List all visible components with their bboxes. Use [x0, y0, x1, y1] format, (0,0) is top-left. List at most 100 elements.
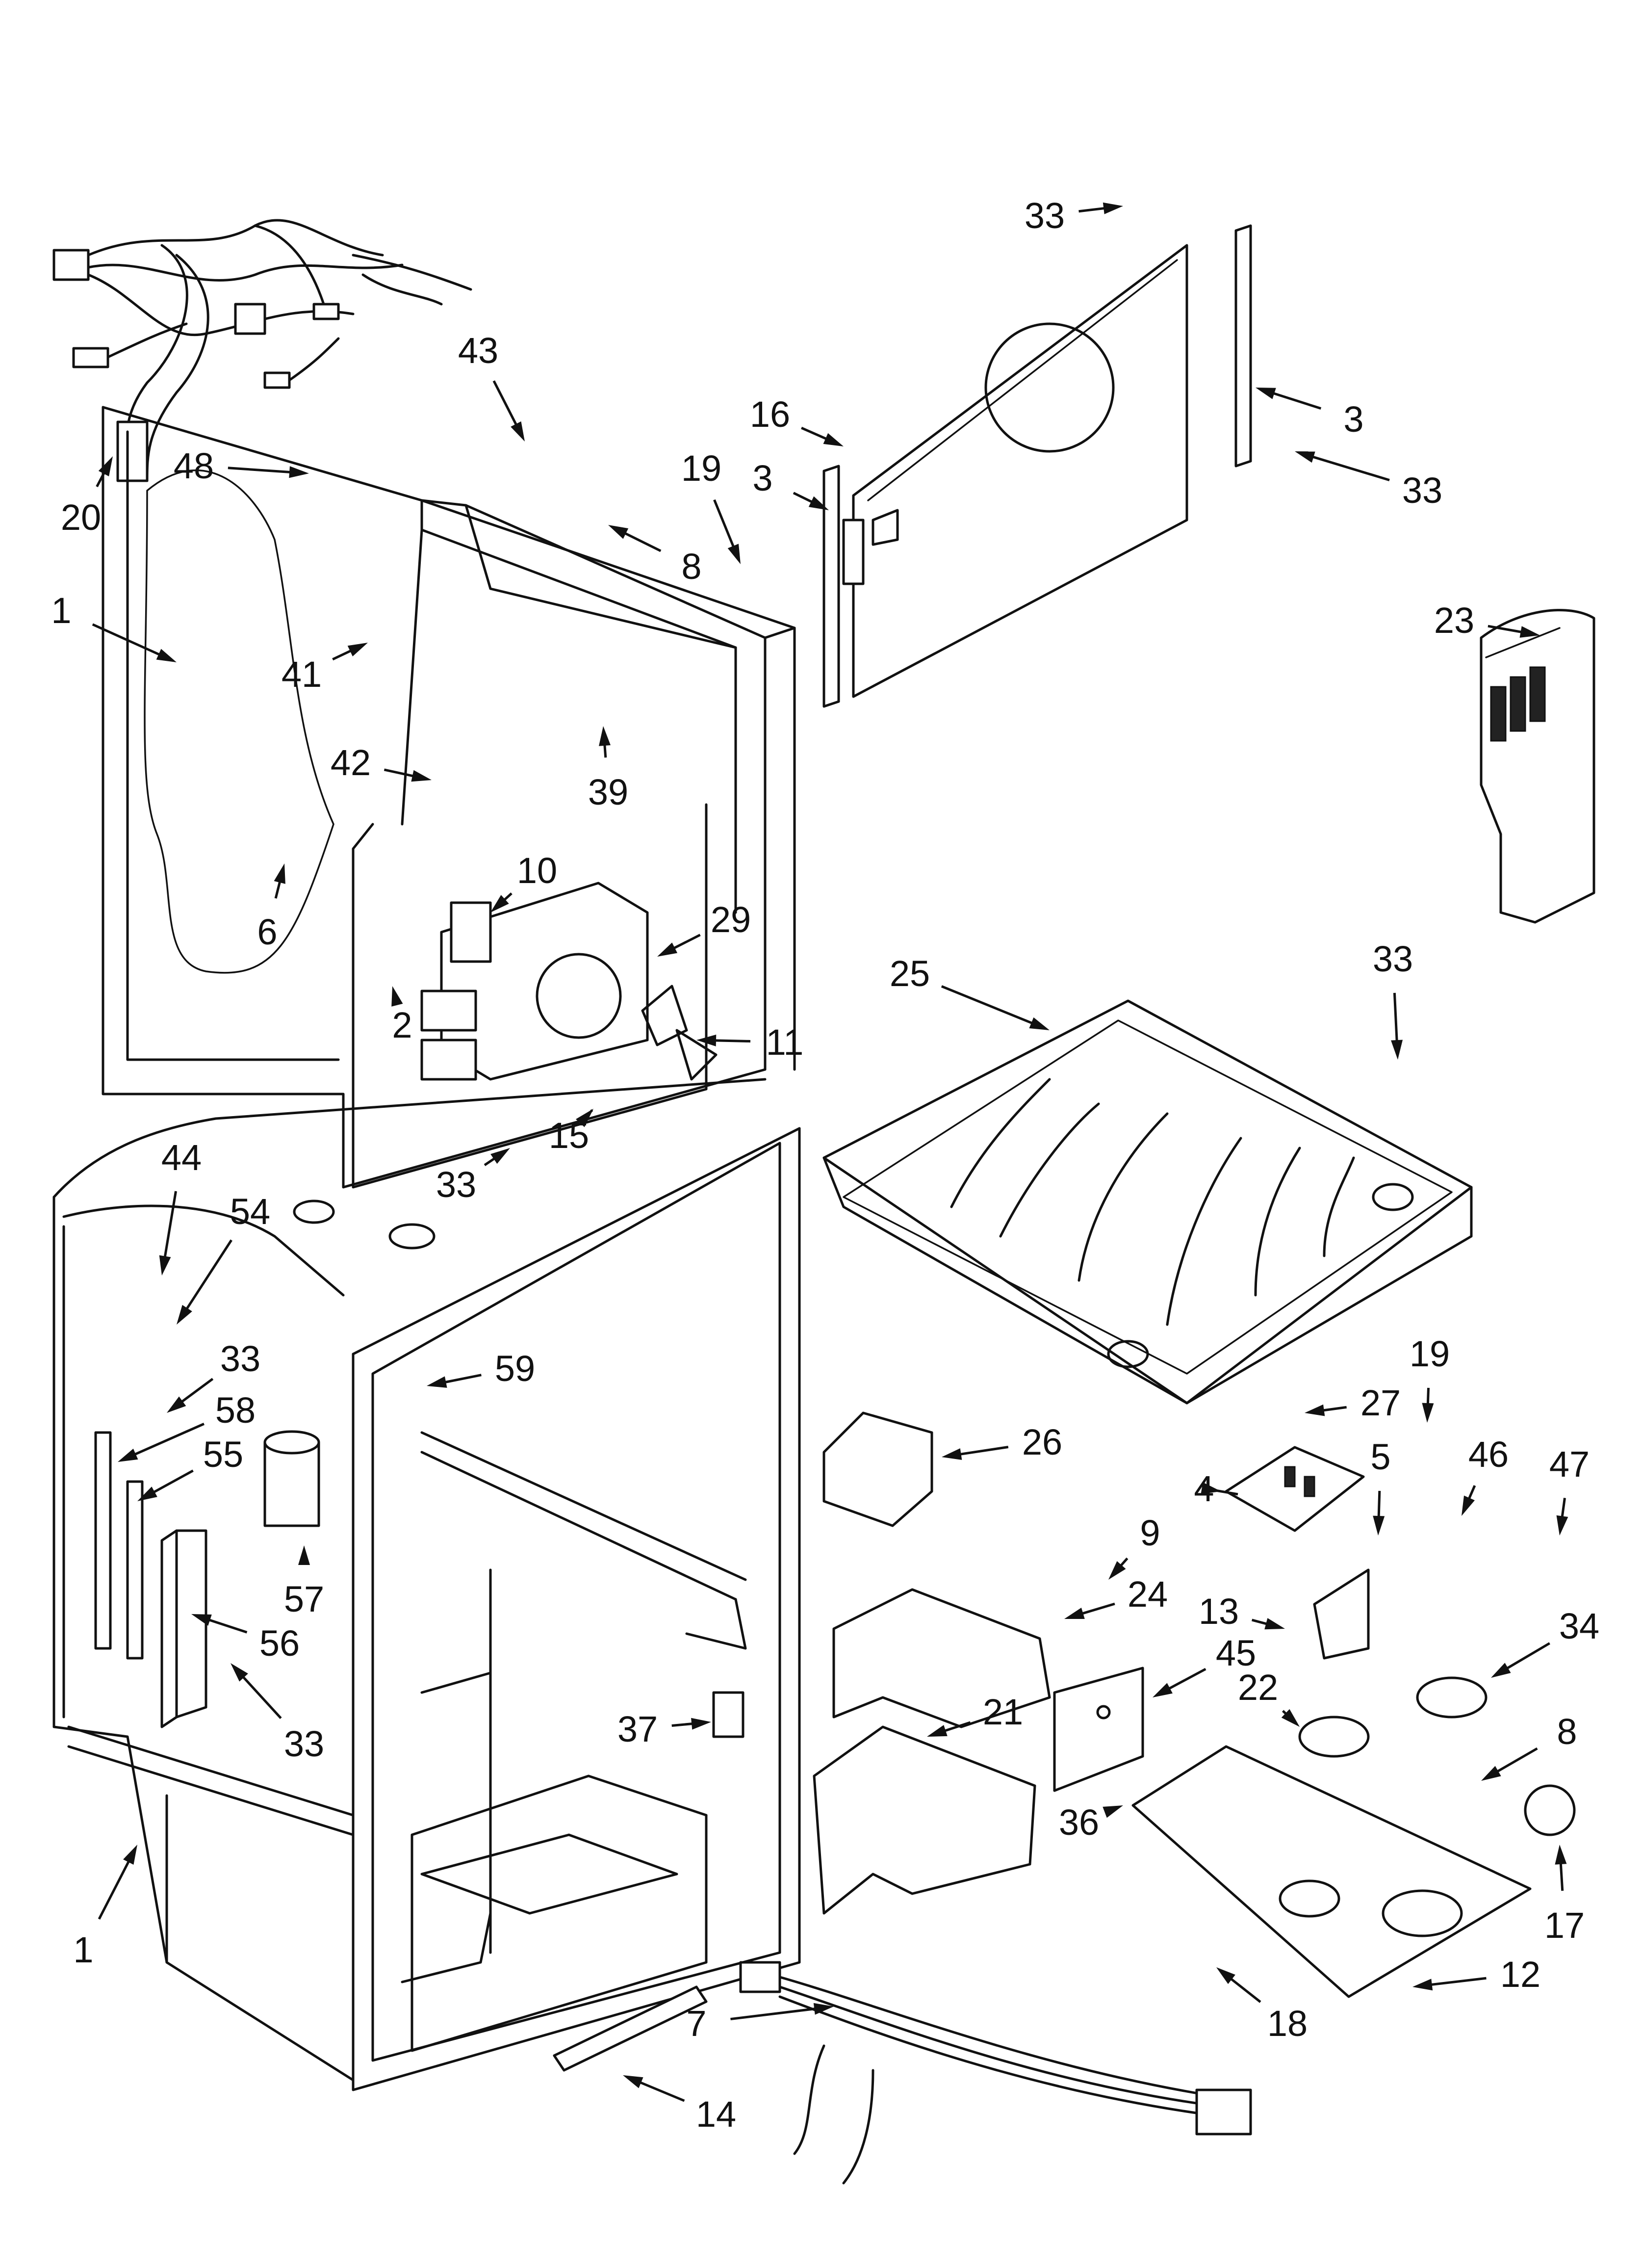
- callout-arrowhead: [823, 433, 844, 446]
- channel-56: [160, 1529, 207, 1728]
- callout-arrowhead: [1281, 1709, 1300, 1727]
- callout-number-c48: 48: [174, 445, 214, 486]
- tube-58: [94, 1431, 112, 1650]
- callout-leader: [955, 1445, 1009, 1457]
- callout-arrowhead: [167, 1396, 186, 1413]
- callout-number-c59: 59: [495, 1348, 535, 1389]
- callout-number-c41: 41: [282, 654, 322, 695]
- callout-number-c39: 39: [588, 772, 628, 812]
- callout-leader: [492, 380, 520, 430]
- callout-arrowhead: [1153, 1683, 1173, 1697]
- callout-arrowhead: [727, 544, 741, 564]
- drain-tray: [822, 999, 1473, 1405]
- callout-arrowhead: [696, 1034, 717, 1046]
- callout-arrowhead: [1391, 1040, 1403, 1060]
- callout-number-c12: 12: [1500, 1954, 1540, 1995]
- callout-arrowhead: [137, 1486, 157, 1501]
- callout-number-c19a: 19: [681, 448, 721, 489]
- callout-arrowhead: [123, 1845, 137, 1865]
- callout-arrowhead: [942, 1448, 962, 1460]
- callout-number-c26: 26: [1022, 1422, 1062, 1462]
- socket-34: [1416, 1676, 1488, 1719]
- callout-leader: [1488, 625, 1527, 634]
- wire-harness-upper: [52, 219, 472, 482]
- callout-arrowhead: [1295, 451, 1315, 463]
- callout-arrowhead: [599, 726, 611, 746]
- callout-number-c57: 57: [284, 1579, 324, 1619]
- callout-number-c27: 27: [1360, 1382, 1401, 1423]
- callout-number-c55: 55: [203, 1434, 243, 1475]
- callout-number-c34: 34: [1559, 1606, 1599, 1646]
- callout-number-c8b: 8: [1557, 1711, 1577, 1752]
- callout-leader: [1492, 1747, 1538, 1775]
- callout-leader: [1502, 1642, 1550, 1672]
- callout-arrowhead: [1029, 1017, 1050, 1030]
- callout-arrowhead: [808, 496, 829, 510]
- callout-number-c58: 58: [215, 1390, 256, 1431]
- callout-arrowhead: [1305, 1404, 1325, 1416]
- callout-leader: [1426, 1977, 1487, 1987]
- callout-number-c6: 6: [257, 912, 277, 952]
- callout-number-c1a: 1: [51, 590, 71, 631]
- callout-number-c8a: 8: [681, 546, 701, 587]
- gasket-left: [822, 465, 840, 708]
- callout-arrowhead: [347, 643, 368, 656]
- callout-leader: [149, 1469, 194, 1496]
- callout-leader: [619, 530, 662, 552]
- fan-motor-assembly: [420, 882, 718, 1081]
- callout-arrowhead: [1064, 1608, 1085, 1619]
- callout-number-c9: 9: [1140, 1512, 1160, 1553]
- tube-55: [126, 1480, 144, 1660]
- callout-leader: [163, 1191, 178, 1262]
- callout-number-c25: 25: [890, 953, 930, 994]
- callout-arrowhead: [813, 2003, 834, 2015]
- callout-number-c19b: 19: [1410, 1333, 1450, 1374]
- bumper-37: [712, 1691, 744, 1738]
- callout-number-c22: 22: [1238, 1667, 1278, 1708]
- callout-number-c10: 10: [517, 850, 557, 891]
- callout-number-c16: 16: [750, 394, 790, 435]
- control-plate-45: [1053, 1667, 1144, 1792]
- callout-arrowhead: [159, 1255, 171, 1276]
- callout-leader: [98, 1856, 132, 1920]
- callout-leader: [710, 1039, 751, 1043]
- callout-number-c2: 2: [392, 1005, 412, 1045]
- callout-arrowhead: [1556, 1515, 1568, 1536]
- light-bulb-17: [1524, 1784, 1576, 1836]
- callout-number-c5: 5: [1370, 1436, 1390, 1477]
- callout-arrowhead: [1264, 1618, 1285, 1630]
- callout-leader: [1077, 1602, 1115, 1616]
- fresh-food-liner: [52, 1078, 801, 2091]
- callout-number-c33g: 33: [284, 1723, 324, 1764]
- gasket-right: [1234, 224, 1252, 468]
- callout-number-c3a: 3: [752, 458, 772, 498]
- callout-arrowhead: [298, 1545, 310, 1565]
- callout-arrowhead: [1412, 1979, 1433, 1991]
- callout-leader: [730, 2007, 821, 2021]
- water-filter-57: [263, 1430, 320, 1527]
- callout-number-c21: 21: [983, 1692, 1023, 1732]
- damper-13: [1313, 1568, 1370, 1660]
- callout-arrowhead: [1108, 1561, 1126, 1580]
- callout-number-c33a: 33: [1025, 195, 1065, 236]
- callout-number-c3b: 3: [1343, 399, 1363, 440]
- callout-arrowhead: [608, 525, 629, 539]
- callout-number-c46: 46: [1468, 1434, 1509, 1475]
- callout-number-c36: 36: [1059, 1802, 1099, 1843]
- callout-leader: [1164, 1668, 1206, 1692]
- callout-number-c43: 43: [458, 330, 498, 371]
- callout-leader: [1226, 1975, 1261, 2003]
- callout-number-c45: 45: [1216, 1633, 1256, 1673]
- callout-arrowhead: [1103, 1805, 1123, 1818]
- rear-panel: [842, 244, 1188, 698]
- callout-number-c29: 29: [711, 899, 751, 940]
- callout-arrowhead: [1103, 202, 1123, 214]
- callout-arrowhead: [177, 1304, 192, 1325]
- callout-arrowhead: [118, 1448, 138, 1462]
- callout-leader: [1268, 391, 1322, 410]
- callout-arrowhead: [156, 649, 177, 662]
- callout-number-c23: 23: [1434, 600, 1474, 641]
- callout-arrowhead: [1491, 1663, 1511, 1678]
- callout-arrowhead: [1555, 1845, 1567, 1865]
